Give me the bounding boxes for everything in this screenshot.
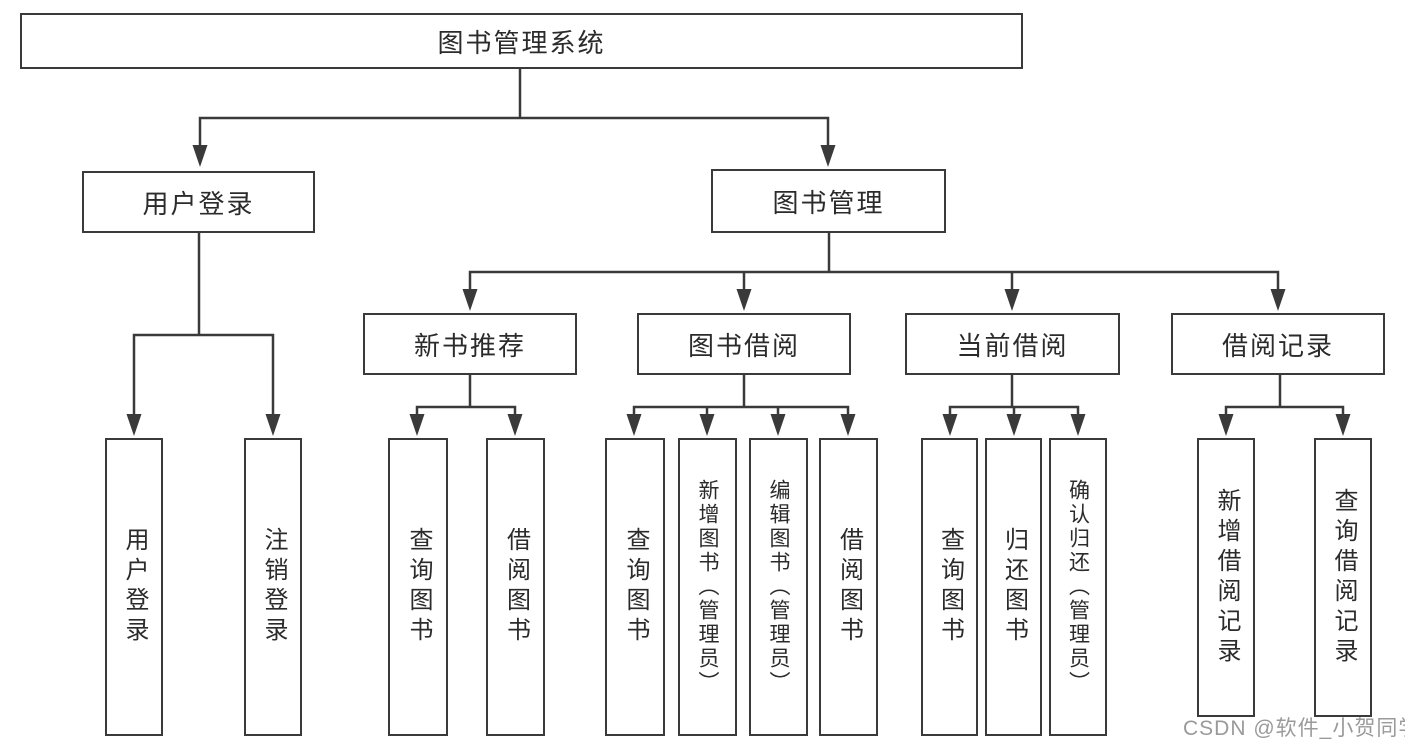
leaf-add-book-admin: 新增图书（管理员） [678,438,737,736]
arrowhead-icon [1006,414,1022,436]
leaf-borrow-book: 借阅图书 [819,438,878,736]
leaf-confirm-return-admin: 确认归还（管理员） [1049,438,1107,736]
arrowhead-icon [507,414,523,436]
arrowhead-icon [626,414,642,436]
node-user-login: 用户登录 [82,171,315,233]
leaf-logout-login: 注销登录 [244,438,302,736]
arrowhead-icon [820,145,836,167]
arrowhead-icon [699,414,715,436]
node-book-management: 图书管理 [711,169,946,233]
arrowhead-icon [736,289,752,311]
arrowhead-icon [462,289,478,311]
leaf-borrow-book-recommend: 借阅图书 [486,438,545,736]
arrowhead-icon [1335,414,1351,436]
arrowhead-icon [1218,414,1234,436]
arrowhead-icon [770,414,786,436]
arrowheads [126,145,1351,436]
node-new-book-recommend: 新书推荐 [363,313,577,375]
watermark: CSDN @软件_小贺同学 [1183,717,1405,740]
leaf-user-login: 用户登录 [105,438,163,736]
leaf-add-borrow-record: 新增借阅记录 [1197,438,1255,717]
arrowhead-icon [265,414,281,436]
node-borrow-record: 借阅记录 [1171,313,1385,375]
arrowhead-icon [409,414,425,436]
arrowhead-icon [1004,289,1020,311]
node-current-borrow: 当前借阅 [905,313,1120,375]
arrowhead-icon [1070,414,1086,436]
leaf-query-book-current: 查询图书 [921,438,978,736]
leaf-query-book-recommend: 查询图书 [388,438,448,736]
arrowhead-icon [1270,289,1286,311]
leaf-query-borrow-record: 查询借阅记录 [1314,438,1372,717]
arrowhead-icon [192,145,208,167]
leaf-edit-book-admin: 编辑图书（管理员） [749,438,808,736]
connector-lines [132,67,1345,417]
node-root: 图书管理系统 [20,13,1023,69]
arrowhead-icon [126,414,142,436]
leaf-query-book-borrow: 查询图书 [605,438,665,736]
leaf-return-book: 归还图书 [985,438,1042,736]
node-book-borrow: 图书借阅 [637,313,851,375]
arrowhead-icon [840,414,856,436]
arrowhead-icon [942,414,958,436]
